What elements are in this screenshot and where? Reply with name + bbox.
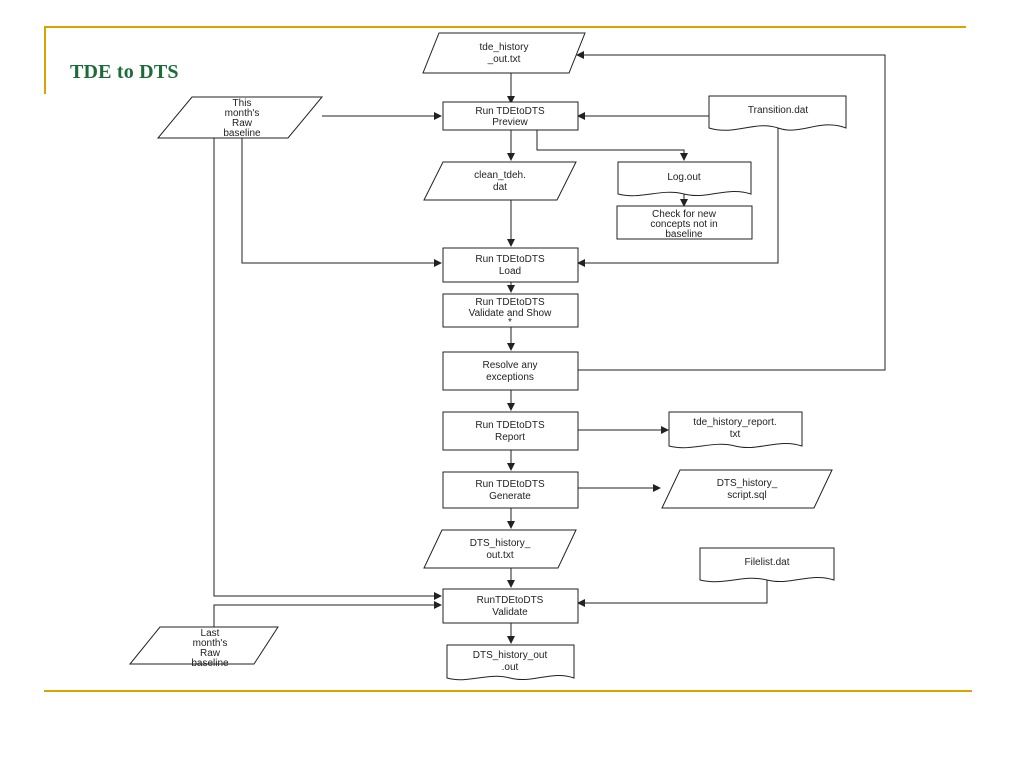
node-label: DTS_history_out: [473, 650, 548, 661]
node-label: tde_history_report.: [693, 417, 776, 428]
node-label: *: [508, 317, 512, 328]
node-label: concepts not in: [650, 219, 717, 230]
node-label: Run TDEtoDTS: [475, 479, 545, 490]
node-run-validate-and-show: Run TDEtoDTS Validate and Show *: [442, 293, 579, 328]
node-clean-tdeh-dat: clean_tdeh. dat: [423, 161, 577, 201]
node-label: out.txt: [486, 550, 513, 561]
node-label: Transition.dat: [748, 105, 808, 116]
node-run-preview: Run TDEtoDTS Preview: [442, 101, 579, 131]
node-label: Report: [495, 432, 525, 443]
node-label: baseline: [223, 128, 261, 139]
node-label: Generate: [489, 491, 531, 502]
node-label: Validate and Show: [469, 308, 552, 319]
node-label: script.sql: [727, 490, 766, 501]
node-label: exceptions: [486, 372, 534, 383]
node-label: RunTDEtoDTS: [477, 595, 544, 606]
node-label: Run TDEtoDTS: [475, 420, 545, 431]
node-tde-history-report: tde_history_report. txt: [668, 411, 803, 449]
connectors: [213, 51, 886, 644]
node-label: tde_history: [480, 42, 529, 53]
node-last-month-raw-baseline: Last month's Raw baseline: [128, 626, 279, 669]
node-run-report: Run TDEtoDTS Report: [442, 411, 579, 451]
node-tde-history-out: tde_history _out.txt: [422, 32, 586, 74]
node-run-load: Run TDEtoDTS Load: [442, 247, 579, 283]
node-label: DTS_history_: [470, 538, 531, 549]
node-label: clean_tdeh.: [474, 170, 526, 181]
node-label: Validate: [492, 607, 528, 618]
bottom-accent-rule: [44, 690, 972, 692]
node-label: DTS_history_: [717, 478, 778, 489]
node-dts-history-out-out: DTS_history_out .out: [446, 644, 575, 681]
node-label: Run TDEtoDTS: [475, 297, 545, 308]
node-dts-history-out-txt: DTS_history_ out.txt: [423, 529, 577, 569]
node-label: Preview: [492, 117, 528, 128]
node-label: Resolve any: [482, 360, 537, 371]
node-label: dat: [493, 182, 507, 193]
node-check-new-concepts: Check for new concepts not in baseline: [616, 205, 753, 240]
node-label: Raw: [232, 118, 253, 129]
node-dts-history-script: DTS_history_ script.sql: [661, 469, 833, 509]
node-run-validate: RunTDEtoDTS Validate: [442, 588, 579, 624]
node-transition-dat: Transition.dat: [708, 95, 847, 131]
node-resolve-exceptions: Resolve any exceptions: [442, 351, 579, 391]
left-accent-rule: [44, 26, 46, 94]
node-label: This: [233, 98, 252, 109]
node-label: month's: [193, 638, 228, 649]
top-accent-rule: [44, 26, 966, 28]
node-label: Run TDEtoDTS: [475, 106, 545, 117]
node-label: .out: [502, 662, 519, 673]
node-run-generate: Run TDEtoDTS Generate: [442, 471, 579, 509]
node-label: Last: [201, 628, 220, 639]
node-this-month-raw-baseline: This month's Raw baseline: [156, 96, 324, 139]
node-label: Check for new: [652, 209, 717, 220]
node-label: txt: [730, 429, 741, 440]
node-label: Log.out: [667, 172, 701, 183]
node-log-out: Log.out: [617, 161, 752, 197]
slide-title: TDE to DTS: [70, 61, 179, 83]
node-label: baseline: [665, 229, 703, 240]
node-filelist-dat: Filelist.dat: [699, 547, 835, 583]
node-label: _out.txt: [487, 54, 521, 65]
node-label: month's: [225, 108, 260, 119]
node-label: Filelist.dat: [744, 557, 789, 568]
node-label: baseline: [191, 658, 229, 669]
node-label: Load: [499, 266, 521, 277]
node-label: Run TDEtoDTS: [475, 254, 545, 265]
node-label: Raw: [200, 648, 221, 659]
